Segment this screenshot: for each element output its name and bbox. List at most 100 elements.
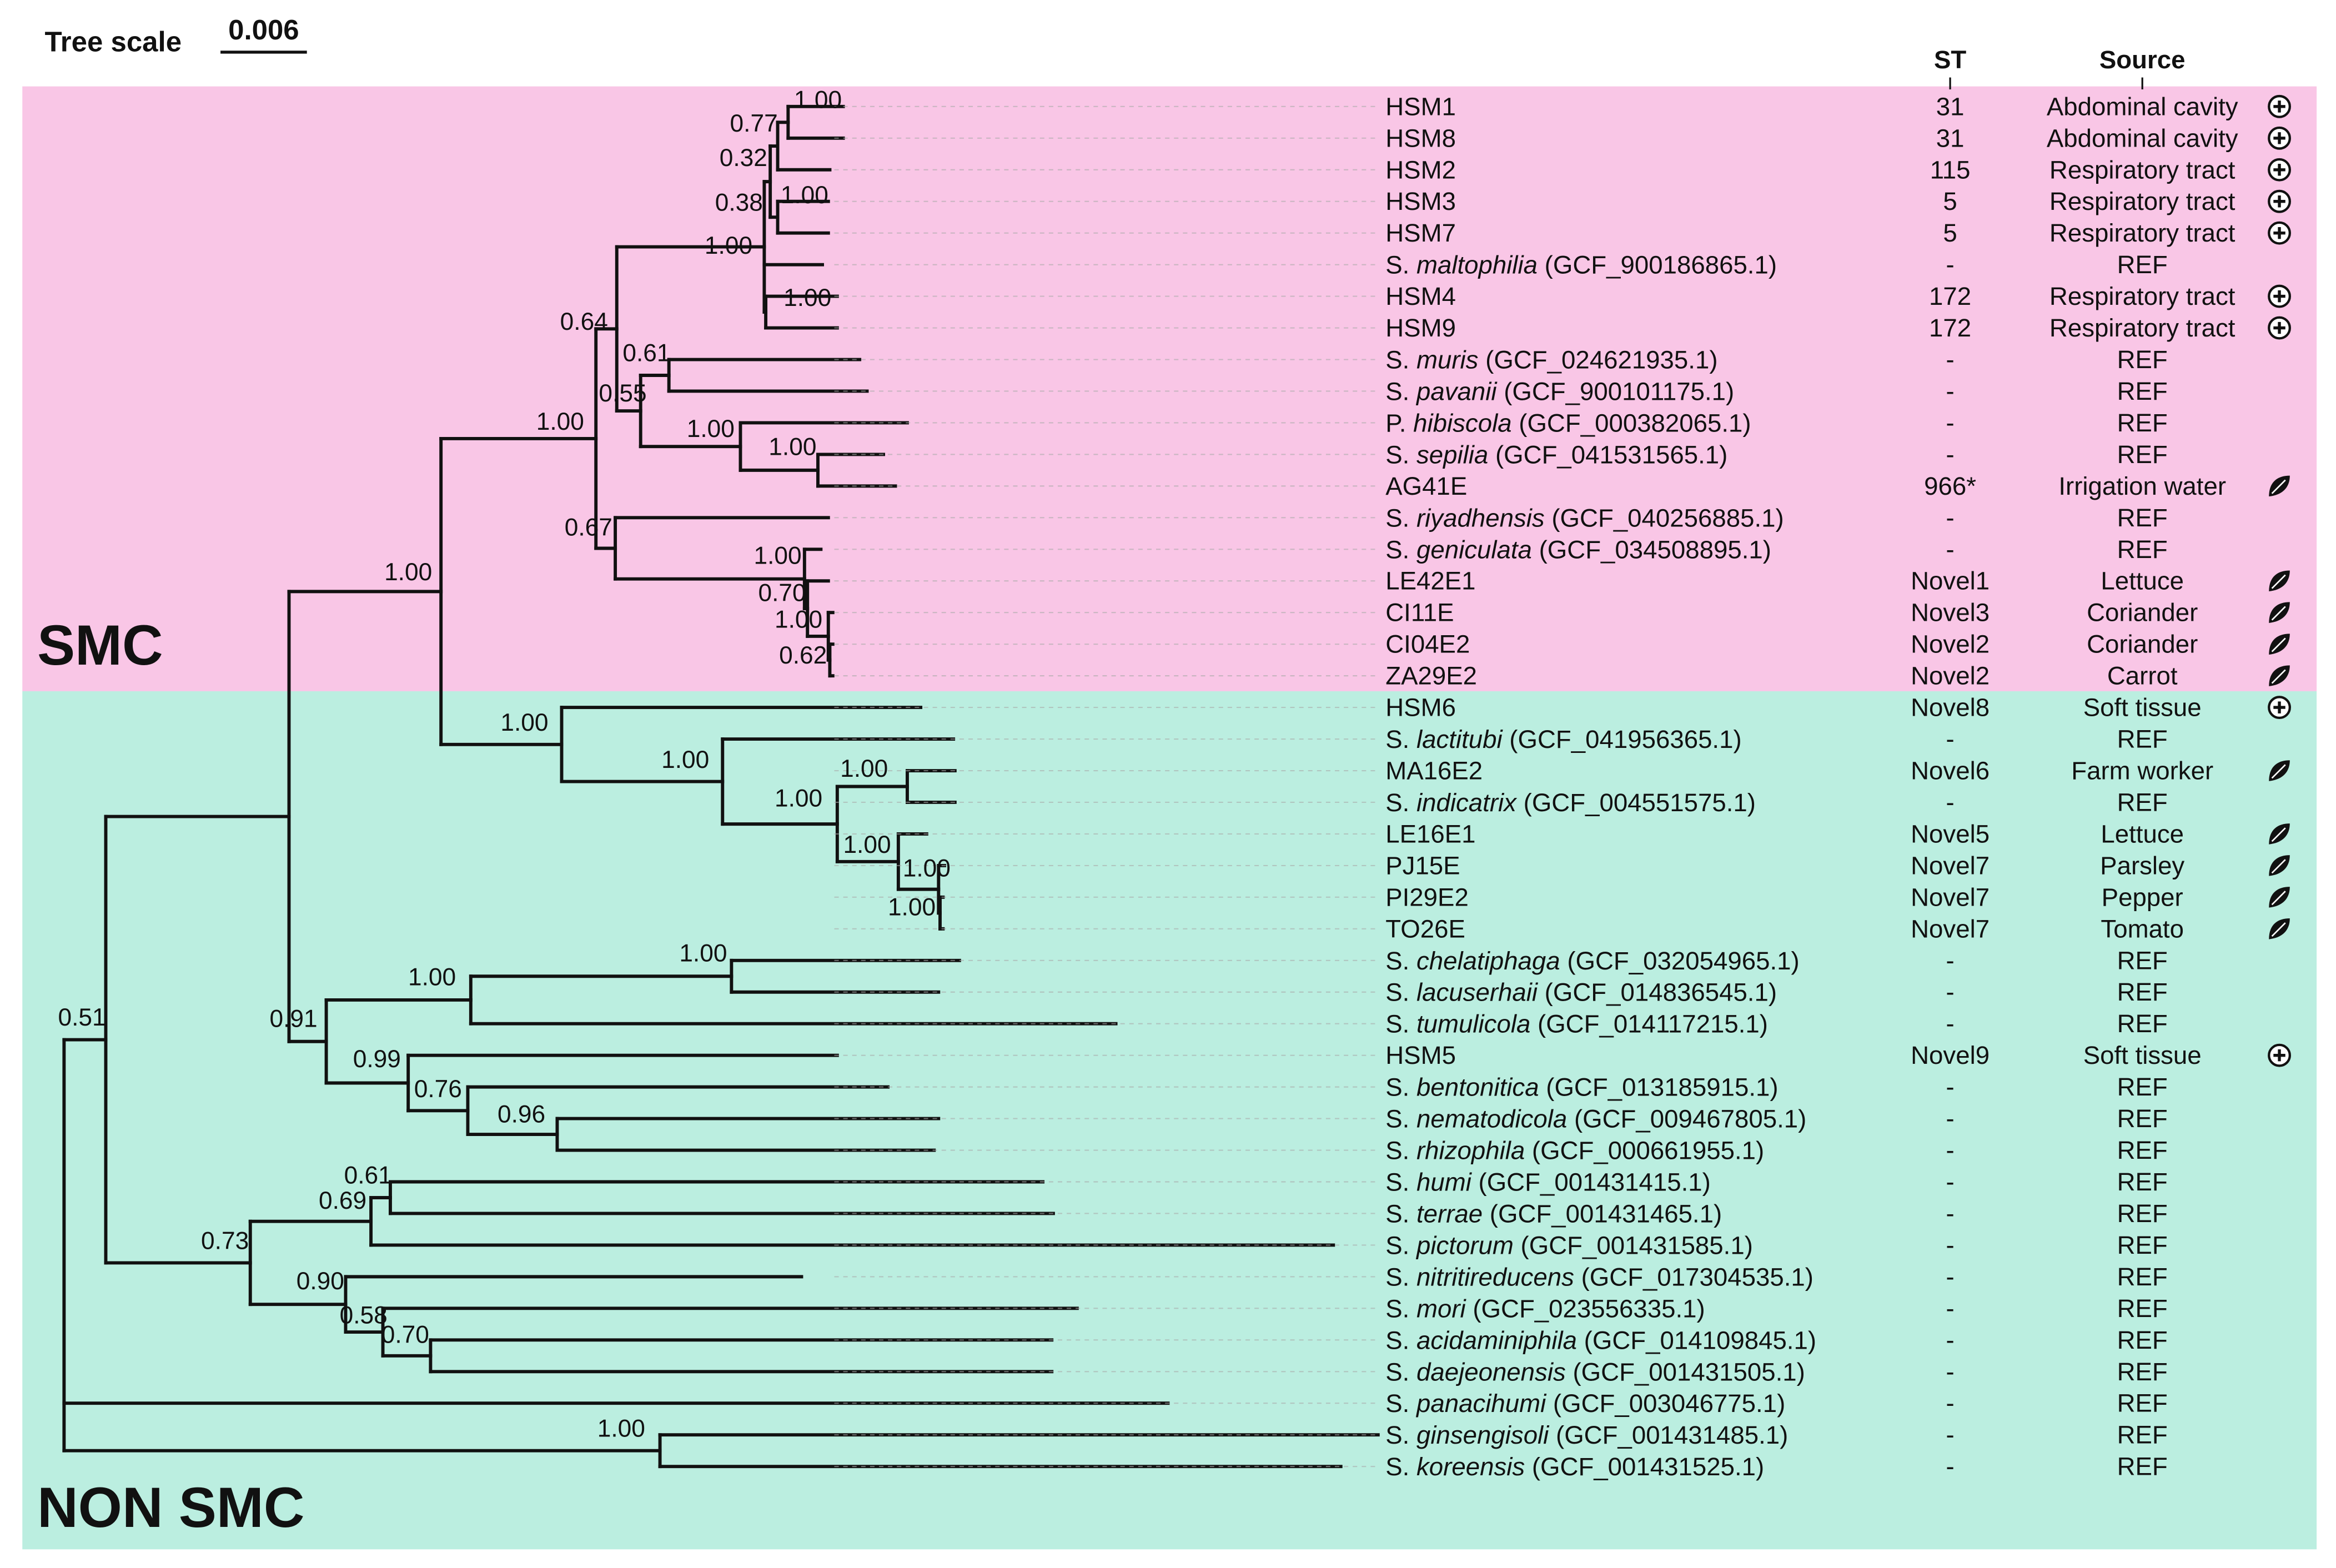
leaf-label: AG41E [1385,472,1467,500]
leaf-label: S. acidaminiphila (GCF_014109845.1) [1385,1326,1816,1354]
bootstrap-support-value: 0.61 [344,1162,392,1189]
st-value: - [1946,1199,1954,1228]
st-value: Novel1 [1911,567,1990,595]
st-value: - [1946,1073,1954,1101]
st-value: - [1946,978,1954,1006]
st-value: 966* [1924,472,1976,500]
st-value: - [1946,788,1954,816]
bootstrap-support-value: 0.99 [353,1046,401,1073]
leaf-label: S. chelatiphaga (GCF_032054965.1) [1385,946,1799,974]
bootstrap-support-value: 1.00 [781,182,828,209]
leaf-label: LE16E1 [1385,820,1475,848]
source-column-header: Source [2099,46,2186,74]
source-value: Lettuce [2101,567,2184,595]
st-value: - [1946,725,1954,753]
st-value: - [1946,1358,1954,1386]
st-value: - [1946,1294,1954,1323]
leaf-icon-vein [2271,606,2286,621]
bootstrap-support-value: 0.51 [58,1004,106,1031]
st-value: - [1946,345,1954,374]
st-value: - [1946,1168,1954,1196]
leaf-label: HSM3 [1385,187,1456,215]
st-value: - [1946,1326,1954,1354]
human-icon-cross [2273,100,2285,113]
human-icon-cross [2273,227,2285,239]
leaf-label: S. muris (GCF_024621935.1) [1385,345,1717,374]
st-value: - [1946,1389,1954,1418]
human-icon-cross [2273,195,2285,208]
source-value: Respiratory tract [2049,187,2235,215]
st-value: - [1946,1231,1954,1259]
source-value: REF [2117,1199,2168,1228]
bootstrap-support-value: 0.69 [319,1187,366,1214]
leaf-icon-vein [2271,859,2286,874]
st-value: 5 [1943,187,1957,215]
bootstrap-support-value: 1.00 [536,408,584,435]
leaf-label: S. nitritireducens (GCF_017304535.1) [1385,1263,1813,1291]
leaf-label: S. tumulicola (GCF_014117215.1) [1385,1009,1768,1038]
leaf-label: S. ginsengisoli (GCF_001431485.1) [1385,1421,1788,1449]
bootstrap-support-value: 1.00 [840,755,888,782]
leaf-icon-vein [2271,669,2286,684]
leaf-icon-vein [2271,764,2286,779]
source-value: Tomato [2101,914,2184,943]
bootstrap-support-value: 1.00 [661,746,709,773]
source-value: REF [2117,725,2168,753]
leaf-label: S. sepilia (GCF_041531565.1) [1385,440,1727,469]
source-value: REF [2117,1421,2168,1449]
source-value: REF [2117,535,2168,564]
smc-group-label: SMC [37,614,163,677]
leaf-icon-vein [2271,574,2286,589]
leaf-label: CI11E [1385,599,1454,627]
source-value: Irrigation water [2058,472,2226,500]
non-smc-group-label: NON SMC [37,1476,304,1539]
human-icon-cross [2273,290,2285,303]
source-value: REF [2117,1263,2168,1291]
st-value: Novel9 [1911,1041,1990,1069]
tree-scale-value: 0.006 [228,14,299,46]
st-value: Novel7 [1911,883,1990,911]
bootstrap-support-value: 1.00 [903,855,951,882]
st-value: - [1946,1009,1954,1038]
leaf-label: S. lacuserhaii (GCF_014836545.1) [1385,978,1777,1006]
leaf-icon-vein [2271,827,2286,842]
source-value: Carrot [2107,662,2178,690]
source-value: Respiratory tract [2049,219,2235,247]
bootstrap-support-value: 1.00 [705,232,752,259]
bootstrap-support-value: 1.00 [597,1415,645,1443]
bootstrap-support-value: 1.00 [679,940,727,967]
bootstrap-support-value: 1.00 [794,86,842,113]
source-value: REF [2117,1326,2168,1354]
st-value: - [1946,504,1954,532]
source-value: Abdominal cavity [2047,124,2238,152]
leaf-label: S. pavanii (GCF_900101175.1) [1385,377,1734,405]
bootstrap-support-value: 1.00 [775,785,822,812]
tree-scale-label: Tree scale [44,26,182,58]
st-value: - [1946,409,1954,437]
source-value: Soft tissue [2083,1041,2202,1069]
st-value: 172 [1929,314,1971,342]
st-value: Novel3 [1911,599,1990,627]
source-value: REF [2117,1389,2168,1418]
source-value: REF [2117,1136,2168,1164]
leaf-label: S. bentonitica (GCF_013185915.1) [1385,1073,1778,1101]
leaf-label: HSM2 [1385,155,1456,184]
bootstrap-support-value: 1.00 [768,433,816,460]
bootstrap-support-value: 0.70 [381,1321,429,1349]
leaf-label: HSM5 [1385,1041,1456,1069]
leaf-label: S. daejeonensis (GCF_001431505.1) [1385,1358,1805,1386]
st-value: 31 [1936,124,1965,152]
st-column-header: ST [1934,46,1966,74]
source-value: REF [2117,788,2168,816]
st-value: 31 [1936,92,1965,120]
leaf-label: S. humi (GCF_001431415.1) [1385,1168,1711,1196]
st-value: Novel5 [1911,820,1990,848]
leaf-icon-vein [2271,479,2286,494]
source-value: REF [2117,946,2168,974]
bootstrap-support-value: 0.77 [730,110,778,137]
st-value: Novel2 [1911,630,1990,659]
leaf-label: S. nematodicola (GCF_009467805.1) [1385,1104,1806,1133]
leaf-label: S. koreensis (GCF_001431525.1) [1385,1453,1764,1481]
